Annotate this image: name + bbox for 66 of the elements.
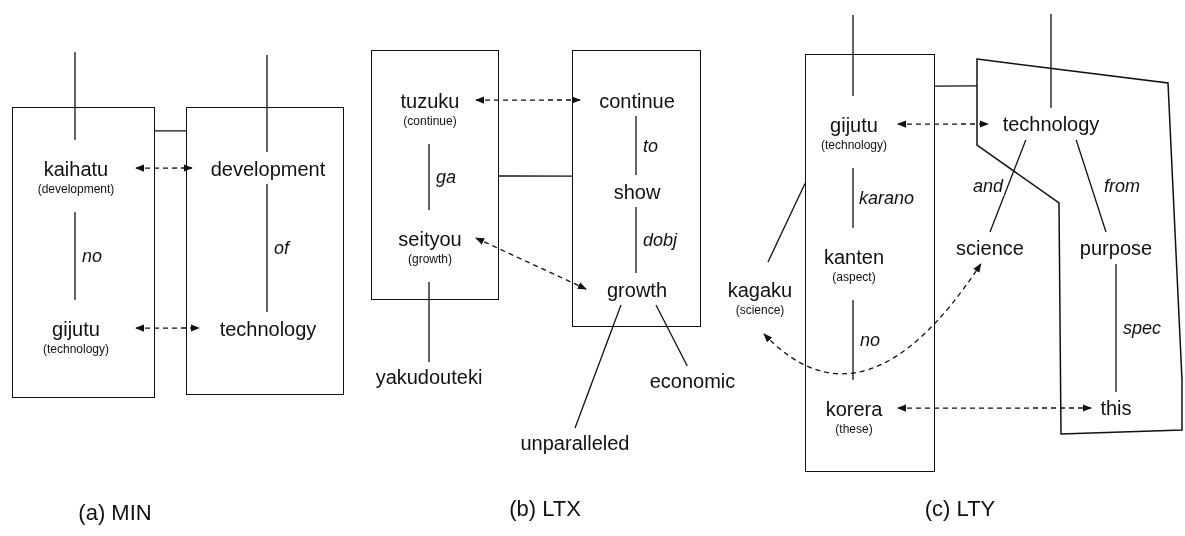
caption-label: (c) LTY <box>924 496 996 522</box>
gloss-label: (growth) <box>408 251 452 267</box>
dependency-line <box>852 167 854 229</box>
gloss-label: (development) <box>37 181 115 197</box>
dependency-line <box>428 281 430 363</box>
dependency-line <box>852 14 854 97</box>
alignment-arrow <box>135 164 193 172</box>
word-label: technology <box>219 317 317 341</box>
word-label: kaihatu <box>43 157 109 181</box>
dependency-line <box>635 206 637 274</box>
word-label: yakudouteki <box>375 365 483 389</box>
word-label: gijutu <box>52 317 100 341</box>
caption-label: (b) LTX <box>509 496 581 522</box>
gloss-label: (science) <box>735 302 785 318</box>
word-label: this <box>1100 396 1132 420</box>
alignment-arrow <box>475 96 581 104</box>
dependency-line <box>428 143 430 211</box>
group-box <box>12 107 155 398</box>
gloss-label: (technology) <box>42 341 109 357</box>
alignment-arrow <box>475 237 587 290</box>
word-label: purpose <box>1079 236 1153 260</box>
word-label: show <box>613 180 661 204</box>
word-label: gijutu <box>830 113 878 137</box>
dependency-line <box>74 211 76 301</box>
dependency-line <box>498 175 573 177</box>
word-label: economic <box>649 369 736 393</box>
alignment-arrow <box>763 263 982 374</box>
word-label: continue <box>599 89 675 113</box>
word-label: science <box>956 236 1024 260</box>
word-label: development <box>210 157 326 181</box>
dependency-line <box>655 304 688 367</box>
dependency-line <box>1115 263 1117 393</box>
word-label: technology <box>1002 112 1100 136</box>
gloss-label: (these) <box>835 421 873 437</box>
caption-label: (a) MIN <box>78 500 152 526</box>
edge-label: and <box>971 176 1004 196</box>
word-label: growth <box>607 278 667 302</box>
dependency-line <box>74 51 76 141</box>
group-box <box>572 50 701 327</box>
word-label: kagaku <box>727 278 793 302</box>
alignment-arrow <box>135 324 200 332</box>
dependency-line <box>989 139 1027 233</box>
gloss-label: (aspect) <box>832 269 876 285</box>
group-box <box>186 107 344 395</box>
dependency-line <box>934 85 978 87</box>
word-label: korera <box>825 397 883 421</box>
word-label: unparalleled <box>520 431 630 455</box>
group-box <box>371 50 499 300</box>
word-label: seityou <box>398 227 462 251</box>
dependency-line <box>154 130 187 132</box>
word-label: tuzuku <box>400 89 460 113</box>
dependency-line <box>266 183 268 313</box>
dependency-line <box>574 304 622 429</box>
dependency-line <box>767 182 806 263</box>
group-box <box>805 54 935 472</box>
dependency-line <box>1050 13 1052 109</box>
dependency-line <box>266 54 268 153</box>
word-label: kanten <box>823 245 885 269</box>
gloss-label: (continue) <box>403 113 457 129</box>
dependency-line <box>635 115 637 176</box>
gloss-label: (technology) <box>820 137 887 153</box>
dependency-line <box>852 299 854 381</box>
alignment-arrow <box>897 120 989 128</box>
dependency-line <box>1075 139 1107 233</box>
edge-label: dobj <box>642 230 679 250</box>
alignment-arrow <box>897 404 1092 412</box>
